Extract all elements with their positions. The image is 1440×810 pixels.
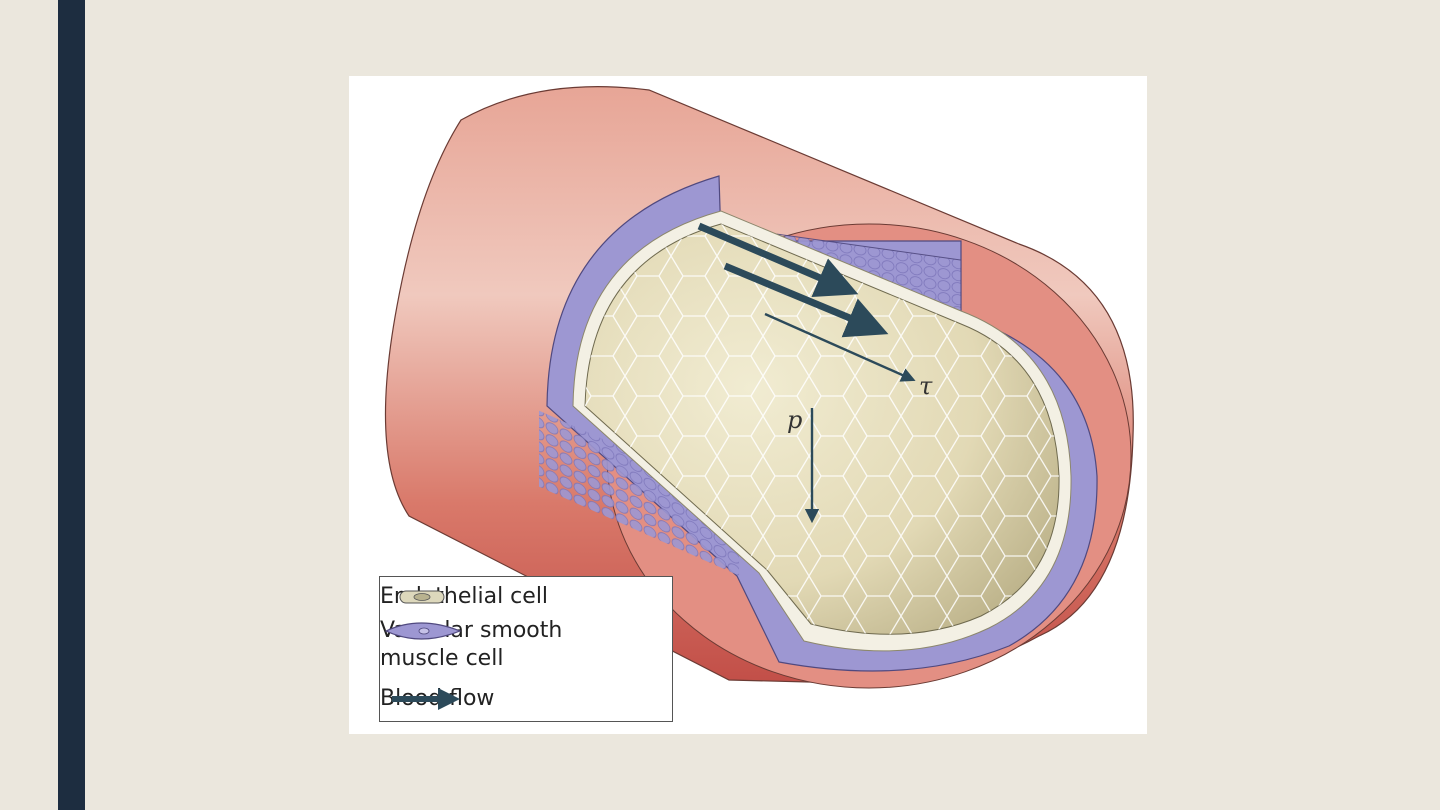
legend: Endothelial cell Vascular smooth muscle …	[379, 576, 673, 722]
blood-vessel-figure: τ p Endothelial cell Vascular smooth mus…	[349, 76, 1147, 734]
smooth-muscle-cell-icon	[380, 617, 466, 645]
endothelial-cell-icon	[380, 583, 466, 611]
slide-side-bar	[58, 0, 85, 810]
shear-stress-label: τ	[919, 372, 933, 400]
pressure-label: p	[787, 406, 802, 434]
legend-item-blood-flow: Blood flow	[380, 685, 494, 713]
blood-flow-arrow-icon	[380, 685, 466, 713]
legend-item-endothelial: Endothelial cell	[380, 583, 548, 611]
legend-item-smooth-muscle: Vascular smooth muscle cell	[380, 617, 562, 673]
